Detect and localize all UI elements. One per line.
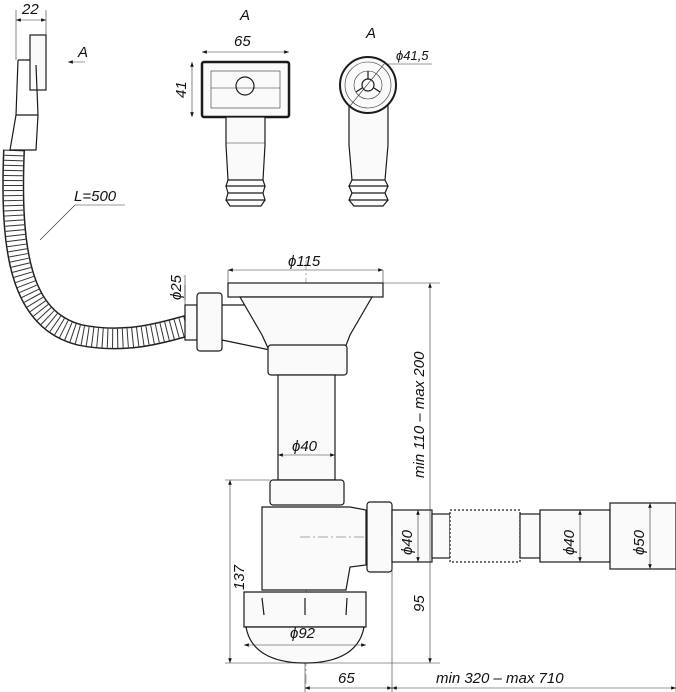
bottle-diameter-label: ϕ92	[290, 625, 316, 642]
round-view-title: A	[365, 25, 376, 42]
section-arrow-label: A	[77, 44, 88, 61]
strainer-diameter-label: ϕ115	[288, 253, 321, 270]
round-view-a	[339, 56, 432, 207]
overflow-pipe-diameter-label: ϕ25	[168, 274, 185, 300]
front-height-label: 41	[173, 81, 190, 98]
length-range-label: min 320 – max 710	[436, 670, 564, 687]
end-diameter-label: ϕ50	[631, 529, 648, 555]
bottle-height-label: 137	[231, 564, 248, 590]
overflow-connector	[184, 275, 271, 352]
siphon-main-body	[227, 260, 384, 690]
overflow-side-view	[15, 10, 85, 116]
siphon-outlet	[300, 501, 676, 573]
front-view-title: A	[239, 7, 250, 24]
front-width-label: 65	[234, 33, 251, 50]
outlet-height-label: 95	[411, 595, 428, 612]
round-diameter-label: ϕ41,5	[396, 48, 429, 63]
pipe-diameter-label: ϕ40	[292, 438, 318, 455]
outlet-diameter-label: ϕ40	[399, 529, 416, 555]
hose-diameter-label: ϕ40	[561, 529, 578, 555]
hose-length-label: L=500	[74, 188, 117, 205]
height-range-label: min 110 – max 200	[411, 351, 428, 478]
overflow-width-label: 22	[21, 1, 39, 18]
front-view-a	[190, 50, 291, 207]
offset-label: 65	[338, 670, 355, 687]
dimension-lines	[225, 282, 676, 692]
corrugated-overflow-hose	[2, 114, 193, 350]
